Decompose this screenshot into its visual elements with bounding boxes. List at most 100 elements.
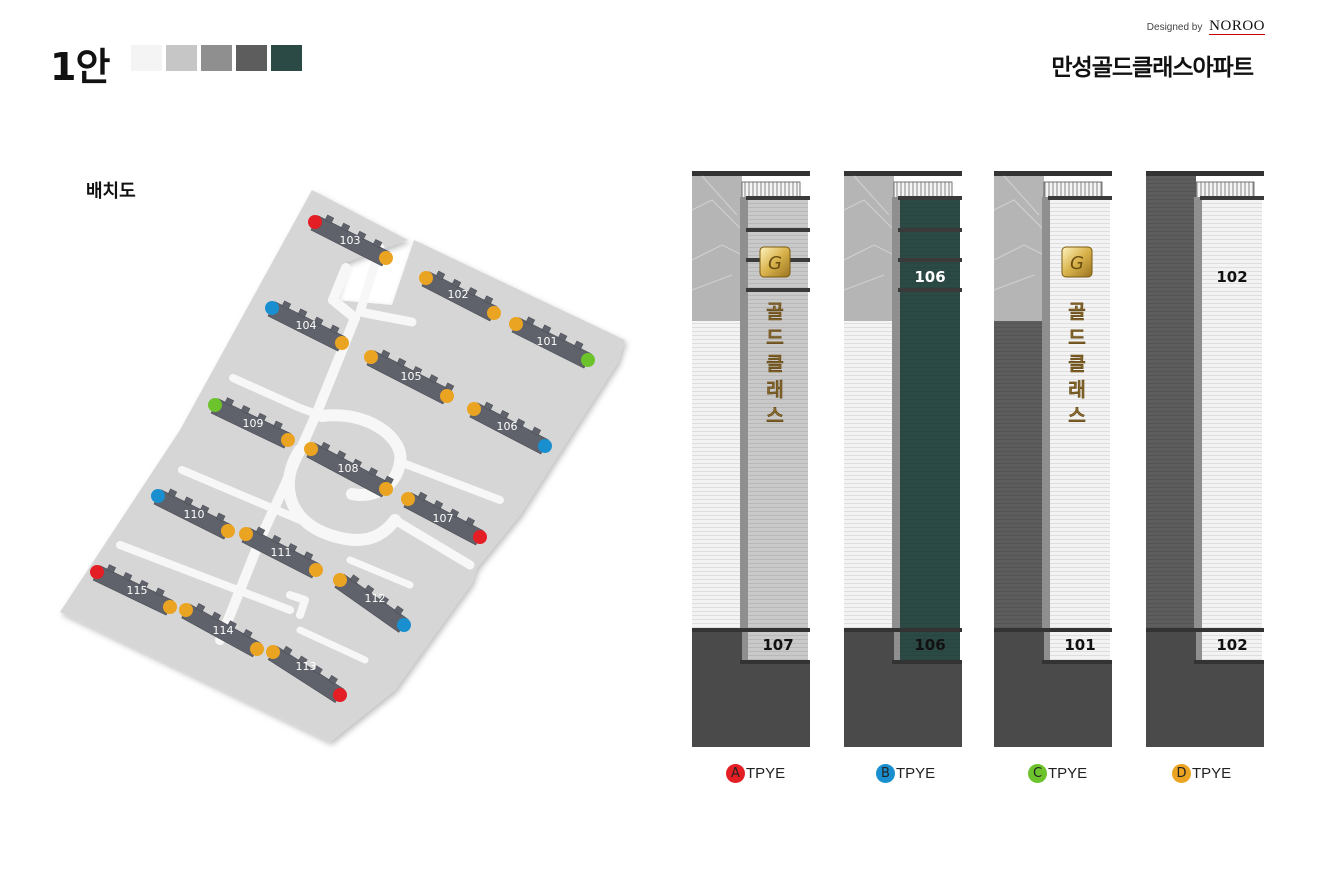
brand-logo: NOROO bbox=[1209, 18, 1265, 35]
sign-character: 드 bbox=[1068, 327, 1085, 349]
entrance-marker-right bbox=[309, 563, 323, 577]
legend-type-c: C TPYE bbox=[1028, 764, 1087, 783]
sign-character: 클 bbox=[766, 353, 783, 375]
building-label: 102 bbox=[448, 288, 469, 301]
entrance-marker-left bbox=[179, 603, 193, 617]
tower-number-bottom: 102 bbox=[1216, 636, 1247, 654]
entrance-marker-right bbox=[379, 482, 393, 496]
legend-dot-c: C bbox=[1028, 764, 1047, 783]
sign-character: 래 bbox=[1068, 379, 1085, 401]
legend-dot-d: D bbox=[1172, 764, 1191, 783]
entrance-marker-left bbox=[208, 398, 222, 412]
legend-label-c: TPYE bbox=[1048, 765, 1088, 782]
sign-character: 골 bbox=[766, 301, 783, 323]
building-label: 114 bbox=[213, 624, 234, 637]
building-105: 105 bbox=[364, 349, 455, 405]
gold-g-logo: G bbox=[759, 246, 791, 278]
entrance-marker-left bbox=[364, 350, 378, 364]
sign-character: 드 bbox=[766, 327, 783, 349]
elevation-type-d: 102 102 bbox=[1146, 171, 1264, 747]
entrance-marker-left bbox=[308, 215, 322, 229]
color-swatch-bar bbox=[131, 45, 302, 71]
color-swatch-2 bbox=[166, 45, 197, 71]
tower-number-bottom: 101 bbox=[1064, 636, 1095, 654]
sign-character: 스 bbox=[1068, 405, 1085, 427]
entrance-marker-left bbox=[401, 492, 415, 506]
legend-dot-b: B bbox=[876, 764, 895, 783]
building-104: 104 bbox=[265, 300, 349, 352]
entrance-marker-right bbox=[581, 353, 595, 367]
legend-label-a: TPYE bbox=[746, 765, 786, 782]
color-swatch-1 bbox=[131, 45, 162, 71]
entrance-marker-right bbox=[163, 600, 177, 614]
entrance-marker-left bbox=[467, 402, 481, 416]
building-label: 110 bbox=[184, 508, 205, 521]
building-label: 104 bbox=[296, 319, 317, 332]
building-body bbox=[334, 573, 409, 633]
entrance-marker-right bbox=[397, 618, 411, 632]
building-111: 111 bbox=[239, 526, 323, 579]
site-roads bbox=[116, 243, 504, 664]
legend-label-d: TPYE bbox=[1192, 765, 1232, 782]
entrance-marker-left bbox=[265, 301, 279, 315]
entrance-marker-right bbox=[250, 642, 264, 656]
plan-title: 1안 bbox=[50, 45, 110, 89]
building-label: 115 bbox=[127, 584, 148, 597]
designer-credit: Designed by NOROO bbox=[1147, 18, 1265, 35]
building-label: 107 bbox=[433, 512, 454, 525]
entrance-marker-right bbox=[221, 524, 235, 538]
elevation-type-a: G 골드클래스 107 bbox=[691, 171, 810, 747]
building-110: 110 bbox=[151, 488, 235, 540]
building-body bbox=[267, 300, 346, 352]
building-114: 114 bbox=[179, 602, 264, 658]
svg-text:G: G bbox=[1070, 253, 1084, 274]
building-107: 107 bbox=[401, 491, 487, 546]
entrance-marker-left bbox=[90, 565, 104, 579]
tower-number-bottom: 107 bbox=[762, 636, 793, 654]
building-101: 101 bbox=[509, 316, 595, 369]
entrance-marker-right bbox=[281, 433, 295, 447]
building-102: 102 bbox=[419, 270, 501, 322]
entrance-marker-right bbox=[333, 688, 347, 702]
designed-by-text: Designed by bbox=[1146, 22, 1203, 33]
tower-number-top: 106 bbox=[914, 268, 945, 286]
entrance-marker-left bbox=[304, 442, 318, 456]
building-label: 106 bbox=[497, 420, 518, 433]
building-label: 113 bbox=[296, 660, 317, 673]
sign-character: 클 bbox=[1068, 353, 1085, 375]
sign-character: 래 bbox=[766, 379, 783, 401]
color-swatch-5 bbox=[271, 45, 302, 71]
entrance-marker-left bbox=[151, 489, 165, 503]
entrance-marker-right bbox=[538, 439, 552, 453]
entrance-marker-left bbox=[266, 645, 280, 659]
building-body bbox=[469, 401, 549, 455]
entrance-marker-left bbox=[333, 573, 347, 587]
sign-character: 스 bbox=[766, 405, 783, 427]
apartment-name: 만성골드클래스아파트 bbox=[1051, 55, 1254, 81]
building-103: 103 bbox=[308, 214, 393, 267]
building-106: 106 bbox=[467, 401, 552, 455]
svg-text:G: G bbox=[768, 253, 782, 274]
building-label: 108 bbox=[338, 462, 359, 475]
building-109: 109 bbox=[208, 397, 295, 449]
gold-g-logo: G bbox=[1061, 246, 1093, 278]
building-115: 115 bbox=[90, 564, 177, 616]
tower-number-top: 102 bbox=[1216, 268, 1247, 286]
color-swatch-4 bbox=[236, 45, 267, 71]
entrance-marker-left bbox=[509, 317, 523, 331]
building-label: 109 bbox=[243, 417, 264, 430]
legend-type-b: B TPYE bbox=[876, 764, 935, 783]
building-label: 101 bbox=[537, 335, 558, 348]
color-swatch-3 bbox=[201, 45, 232, 71]
building-body bbox=[310, 214, 390, 267]
building-108: 108 bbox=[304, 441, 394, 498]
entrance-marker-right bbox=[440, 389, 454, 403]
legend-type-a: A TPYE bbox=[726, 764, 785, 783]
legend-type-d: D TPYE bbox=[1172, 764, 1231, 783]
legend-dot-a: A bbox=[726, 764, 745, 783]
